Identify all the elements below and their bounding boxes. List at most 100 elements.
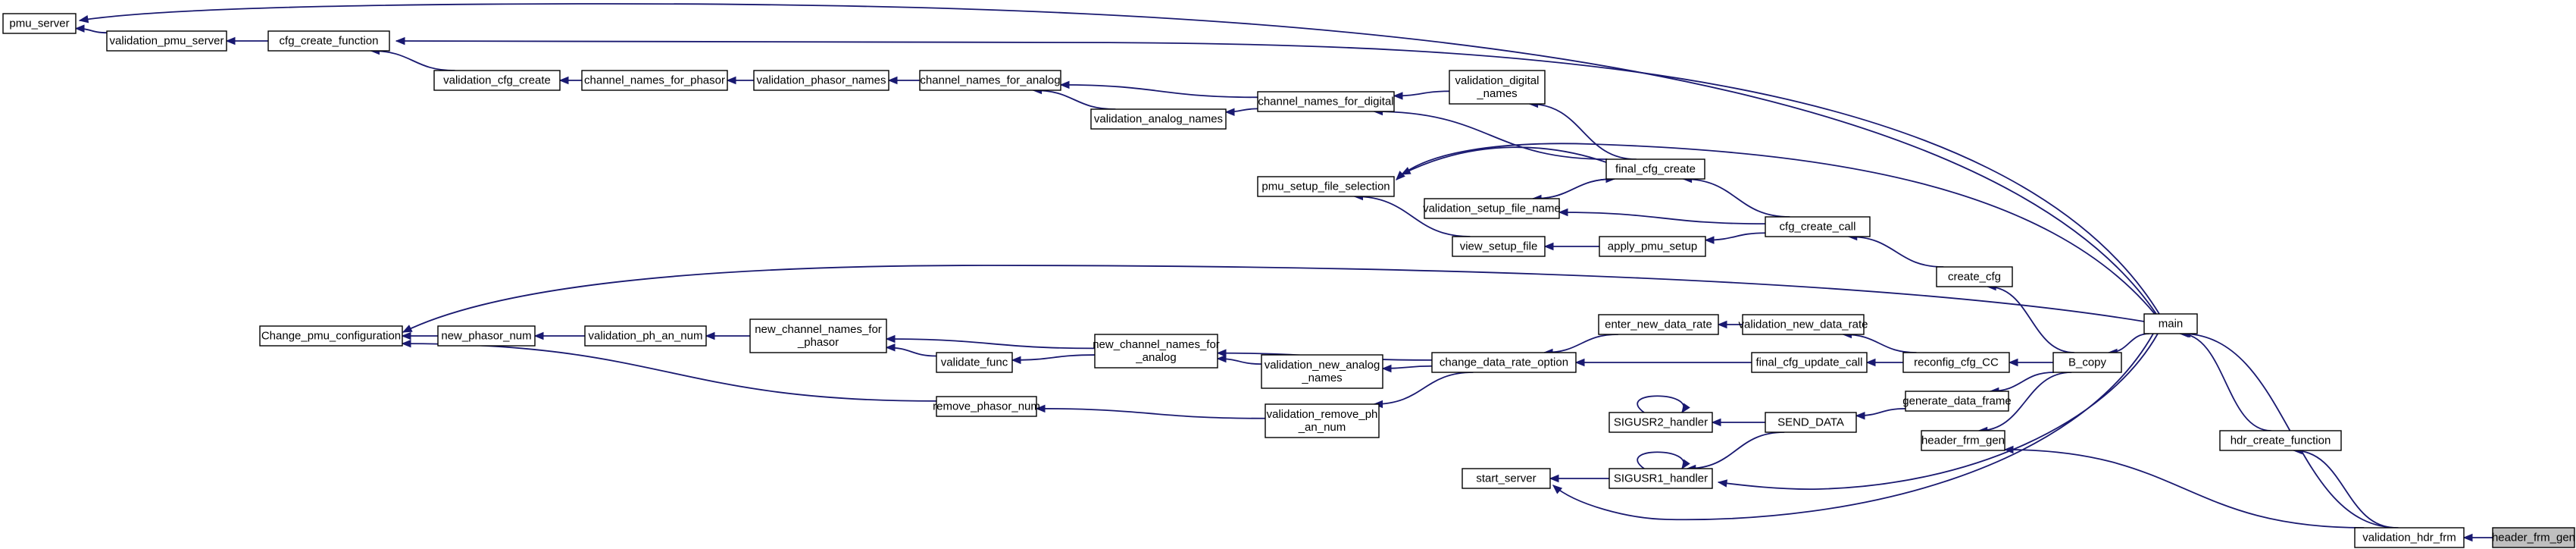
arrowhead-icon: [1711, 418, 1721, 427]
node-validation-pmu-server[interactable]: validation_pmu_server: [106, 30, 227, 52]
node-validation-cfg-create[interactable]: validation_cfg_create: [433, 70, 561, 91]
node-channel-names-for-phasor[interactable]: channel_names_for_phasor: [581, 70, 728, 91]
arrowhead-icon: [401, 331, 411, 340]
edge-line: [1843, 334, 1917, 353]
node-box: [2219, 430, 2342, 451]
edge-apply_pmu_setup-to-view_setup_file: [1543, 242, 1600, 251]
node-label: final_cfg_create: [1615, 163, 1696, 176]
node-enter-new-data-rate[interactable]: enter_new_data_rate: [1598, 314, 1719, 335]
arrowhead-icon: [726, 76, 736, 85]
node-sigusr2-handler[interactable]: SIGUSR2_handler: [1608, 412, 1713, 433]
node-change-data-rate-option[interactable]: change_data_rate_option: [1431, 352, 1577, 373]
node-final-cfg-update-call[interactable]: final_cfg_update_call: [1751, 352, 1868, 373]
edge-new_channel_names_for_analog-to-validate_func: [1011, 354, 1096, 365]
node-header-frm-gen[interactable]: header_frm_gen: [1921, 430, 2005, 451]
node-box: [259, 325, 403, 347]
arrowhead-icon: [885, 344, 896, 352]
node-box: [753, 70, 889, 91]
node-view-setup-file[interactable]: view_setup_file: [1452, 236, 1546, 257]
node-pmu-server[interactable]: pmu_server: [2, 13, 77, 34]
node-box: [1599, 236, 1706, 257]
node-reconfig-cfg-cc[interactable]: reconfig_cfg_CC: [1902, 352, 2010, 373]
node-send-data[interactable]: SEND_DATA: [1765, 412, 1857, 433]
node-label: pmu_setup_file_selection: [1261, 180, 1390, 193]
node-new-channel-names-for-analog[interactable]: new_channel_names_for_analog: [1093, 334, 1220, 369]
edge-change_data_rate_option-to-validation_new_analog_names: [1381, 364, 1433, 373]
node-box: [2354, 527, 2465, 548]
edge-validation_remove_ph_an_num-to-remove_phasor_num: [1035, 404, 1266, 419]
node-pmu-setup-file-selection[interactable]: pmu_setup_file_selection: [1257, 176, 1395, 197]
node-generate-data-frame[interactable]: generate_data_frame: [1902, 391, 2012, 412]
node-validation-analog-names[interactable]: validation_analog_names: [1090, 108, 1227, 130]
arrowhead-icon: [1717, 479, 1728, 488]
node-channel-names-for-analog[interactable]: channel_names_for_analog: [919, 70, 1061, 91]
node-change-pmu-configuration[interactable]: Change_pmu_configuration: [259, 325, 403, 347]
arrowhead-icon: [1035, 404, 1046, 413]
edge-validation_ph_an_num-to-new_phasor_num: [533, 331, 585, 340]
node-box: [581, 70, 728, 91]
node-validation-remove-ph-an-num[interactable]: validation_remove_ph_an_num: [1265, 403, 1380, 438]
edge-validation_phasor_names-to-channel_names_for_phasor: [726, 76, 754, 85]
node-apply-pmu-setup[interactable]: apply_pmu_setup: [1599, 236, 1706, 257]
node-validation-digital-names[interactable]: validation_digital_names: [1449, 70, 1546, 105]
node-header-frm-gen-root[interactable]: header_frm_gen: [2492, 527, 2575, 548]
node-label: cfg_create_function: [280, 35, 379, 48]
node-validation-hdr-frm[interactable]: validation_hdr_frm: [2354, 527, 2465, 548]
node-sigusr1-handler[interactable]: SIGUSR1_handler: [1608, 468, 1713, 489]
arrowhead-icon: [1543, 242, 1554, 251]
arrowhead-icon: [1216, 349, 1227, 357]
edge-validation_new_analog_names-to-new_channel_names_for_analog: [1216, 354, 1262, 365]
node-label: validate_func: [941, 356, 1008, 369]
node-validation-setup-file-name[interactable]: validation_setup_file_name: [1423, 198, 1561, 219]
edge-change_data_rate_option-to-validation_remove_ph_an_num: [1373, 372, 1474, 409]
edge-line: [1683, 178, 1790, 218]
node-b-copy[interactable]: B_copy: [2052, 352, 2122, 373]
node-cfg-create-call[interactable]: cfg_create_call: [1765, 216, 1871, 237]
edge-line: [1354, 196, 1471, 237]
node-box: [2143, 313, 2198, 334]
node-label: enter_new_data_rate: [1605, 318, 1712, 331]
edge-validation_new_data_rate-to-enter_new_data_rate: [1717, 320, 1743, 329]
node-remove-phasor-num[interactable]: remove_phasor_num: [933, 396, 1040, 417]
node-main[interactable]: main: [2143, 313, 2198, 334]
node-final-cfg-create[interactable]: final_cfg_create: [1605, 158, 1705, 180]
edge-line: [1374, 372, 1474, 405]
edge-line: [1374, 111, 1608, 160]
node-box: [936, 352, 1013, 373]
edge-channel_names_for_analog-to-validation_phasor_names: [887, 76, 920, 85]
node-validation-new-data-rate[interactable]: validation_new_data_rate: [1739, 314, 1868, 335]
edge-header_frm_gen_root-to-validation_hdr_frm: [2462, 533, 2493, 542]
edge-B_copy-to-create_cfg: [1986, 282, 2074, 353]
edge-line: [1848, 236, 1944, 268]
edge-line: [2180, 333, 2271, 431]
node-create-cfg[interactable]: create_cfg: [1936, 266, 2013, 287]
node-start-server[interactable]: start_server: [1462, 468, 1551, 489]
node-validate-func[interactable]: validate_func: [936, 352, 1013, 373]
node-label: validation_setup_file_name: [1423, 202, 1561, 215]
arrowhead-icon: [1681, 459, 1690, 470]
node-label: validation_digital: [1455, 74, 1540, 87]
node-label: create_cfg: [1948, 271, 2001, 284]
node-validation-ph-an-num[interactable]: validation_ph_an_num: [584, 325, 707, 347]
arrowhead-icon: [78, 15, 89, 24]
arrowhead-icon: [1400, 167, 1411, 175]
node-box: [1936, 266, 2013, 287]
edge-line: [1036, 407, 1266, 419]
node-validation-phasor-names[interactable]: validation_phasor_names: [753, 70, 889, 91]
arrowhead-icon: [74, 24, 85, 33]
node-label: apply_pmu_setup: [1608, 240, 1697, 253]
edge-SIGUSR1_handler-to-start_server: [1549, 474, 1610, 483]
node-validation-new-analog-names[interactable]: validation_new_analog_names: [1261, 354, 1383, 389]
arrowhead-icon: [1393, 92, 1403, 100]
node-label: channel_names_for_analog: [920, 74, 1060, 87]
node-hdr-create-function[interactable]: hdr_create_function: [2219, 430, 2342, 451]
node-cfg-create-function[interactable]: cfg_create_function: [267, 30, 390, 52]
edge-channel_names_for_phasor-to-validation_cfg_create: [558, 76, 582, 85]
node-new-phasor-num[interactable]: new_phasor_num: [437, 325, 536, 347]
node-channel-names-for-digital[interactable]: channel_names_for_digital: [1257, 91, 1395, 112]
arrowhead-icon: [1717, 320, 1727, 329]
edge-cfg_create_call-to-final_cfg_create: [1682, 174, 1790, 218]
node-box: [1090, 108, 1227, 130]
node-new-channel-names-for-phasor[interactable]: new_channel_names_for_phasor: [749, 318, 887, 353]
arrowhead-icon: [885, 334, 896, 344]
